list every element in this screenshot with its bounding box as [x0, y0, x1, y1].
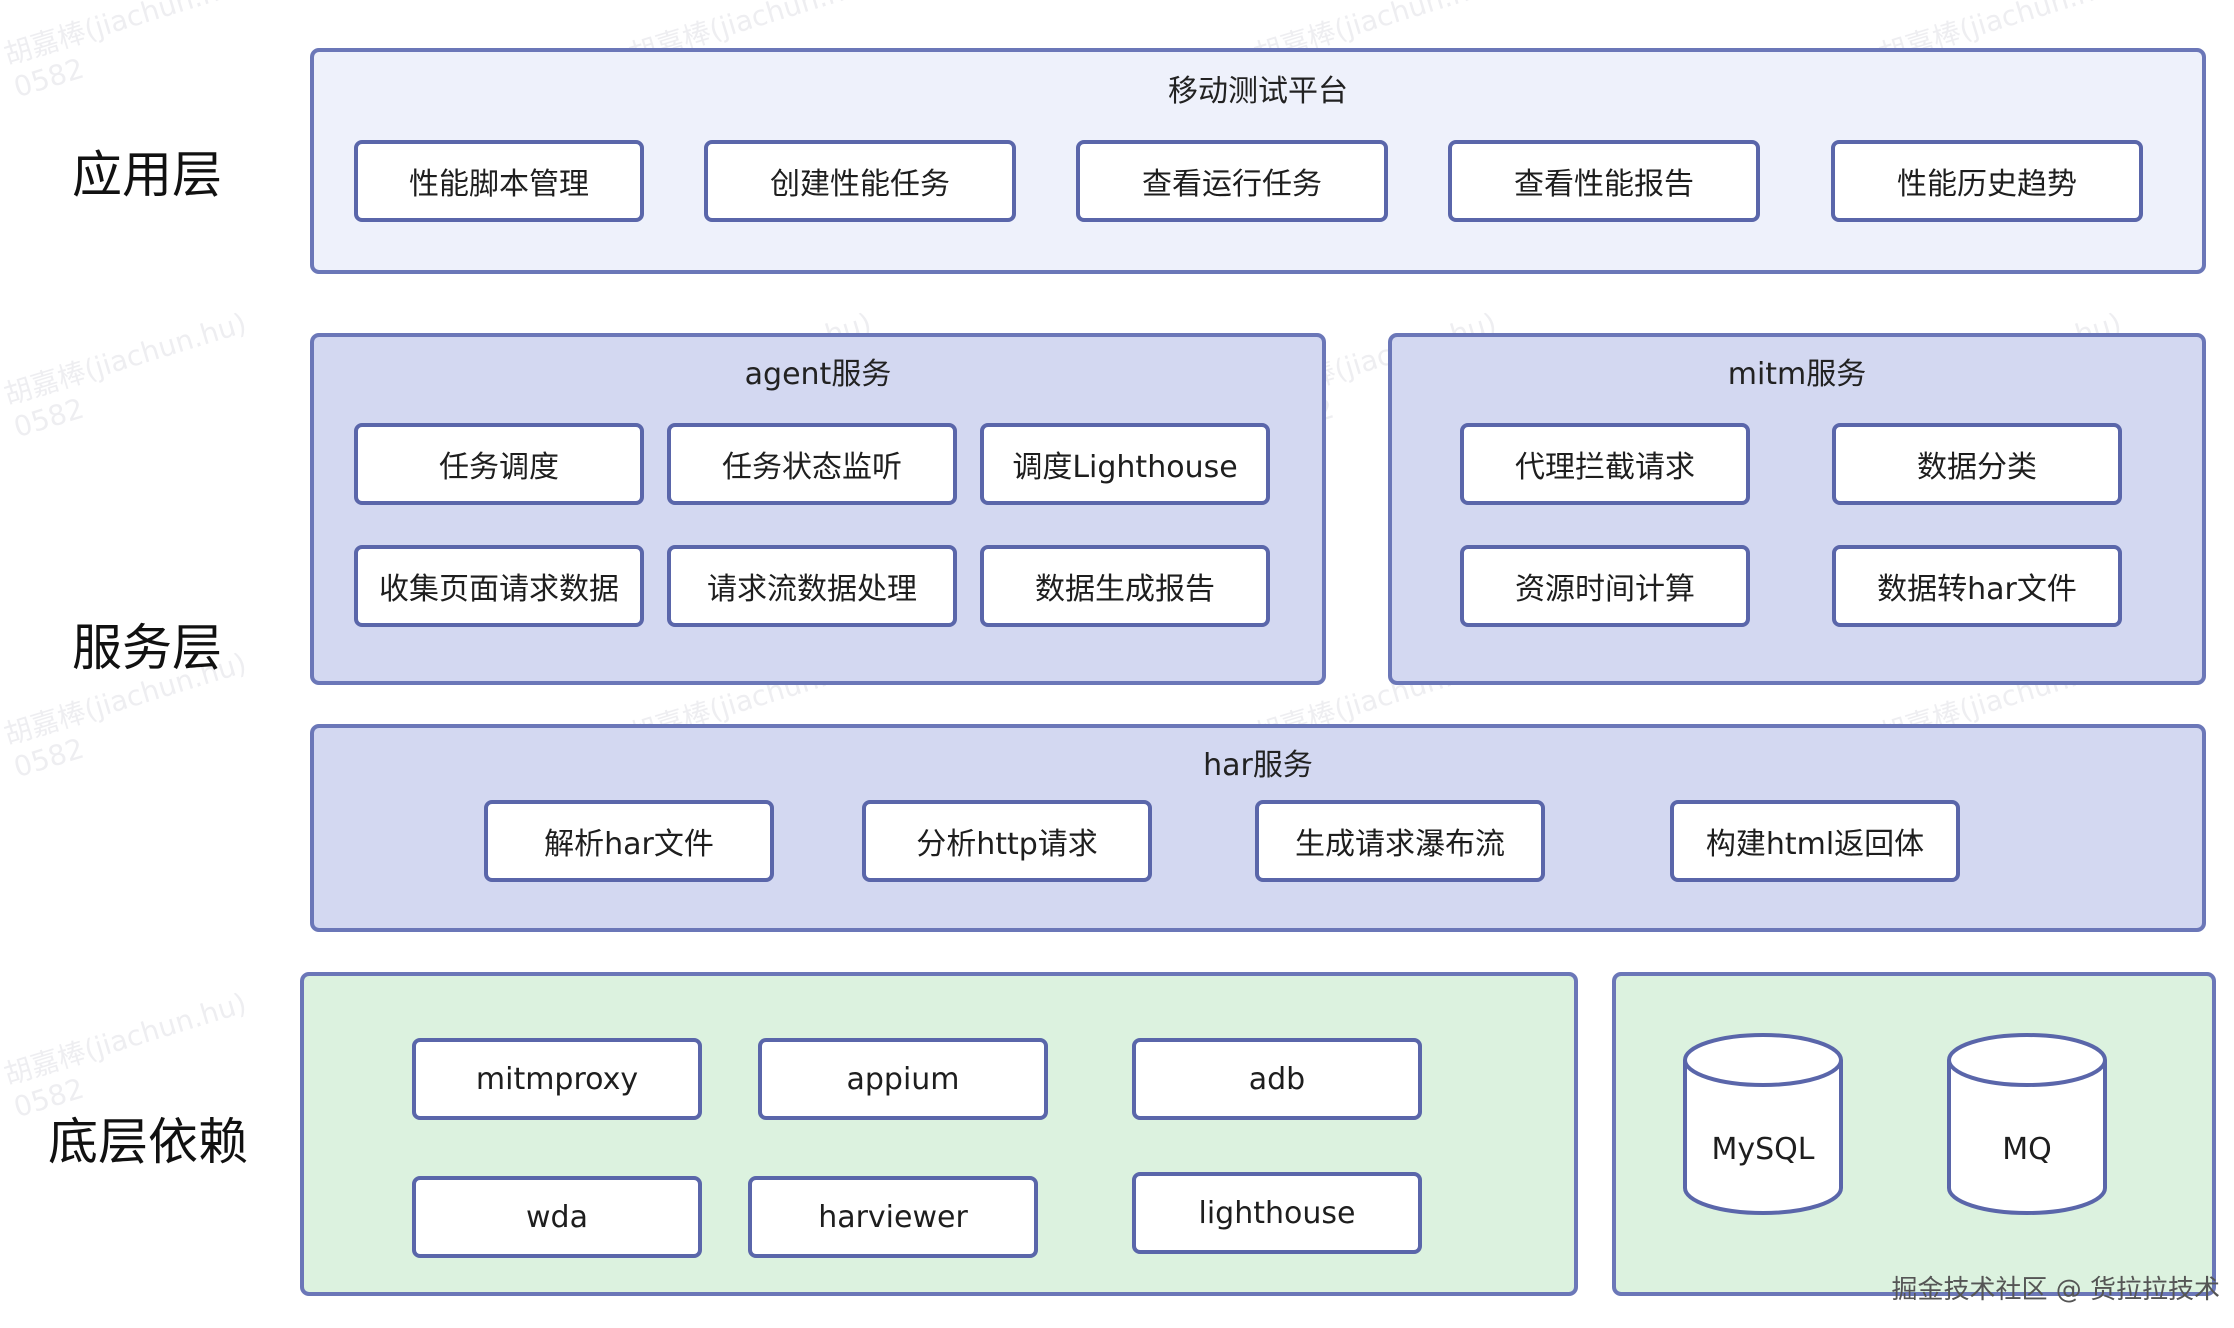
har-item-build-html: 构建html返回体 — [1670, 800, 1960, 882]
har-item-waterfall: 生成请求瀑布流 — [1255, 800, 1545, 882]
agent-item-generate-report: 数据生成报告 — [980, 545, 1270, 627]
panel-title: agent服务 — [744, 357, 892, 392]
agent-item-collect-requests: 收集页面请求数据 — [354, 545, 644, 627]
layer-label-dependency: 底层依赖 — [48, 1113, 248, 1171]
mitm-service-panel: mitm服务 代理拦截请求 数据分类 资源时间计算 数据转har文件 — [1388, 333, 2206, 685]
panel-title: 移动测试平台 — [1168, 74, 1348, 109]
dep-item-harviewer: harviewer — [748, 1176, 1038, 1258]
dep-item-appium: appium — [758, 1038, 1048, 1120]
watermark-text: 胡嘉棒(jiachun.hu)0582 — [0, 306, 251, 445]
mitm-item-to-har: 数据转har文件 — [1832, 545, 2122, 627]
app-item-script-management: 性能脚本管理 — [354, 140, 644, 222]
agent-item-task-scheduling: 任务调度 — [354, 423, 644, 505]
database-cylinder-mq: MQ — [1946, 1032, 2108, 1216]
dep-item-lighthouse: lighthouse — [1132, 1172, 1422, 1254]
dep-item-mitmproxy: mitmproxy — [412, 1038, 702, 1120]
app-item-performance-report: 查看性能报告 — [1448, 140, 1760, 222]
agent-item-lighthouse: 调度Lighthouse — [980, 423, 1270, 505]
dep-item-adb: adb — [1132, 1038, 1422, 1120]
app-item-create-task: 创建性能任务 — [704, 140, 1016, 222]
database-cylinder-mysql: MySQL — [1682, 1032, 1844, 1216]
database-label: MySQL — [1711, 1132, 1815, 1167]
agent-service-panel: agent服务 任务调度 任务状态监听 调度Lighthouse 收集页面请求数… — [310, 333, 1326, 685]
mitm-item-proxy-intercept: 代理拦截请求 — [1460, 423, 1750, 505]
storage-panel: MySQL MQ — [1612, 972, 2216, 1296]
cylinder-icon — [1947, 1033, 2107, 1215]
credit-text: 掘金技术社区 @ 货拉拉技术 — [1891, 1275, 2220, 1305]
har-item-parse-har: 解析har文件 — [484, 800, 774, 882]
har-item-analyze-http: 分析http请求 — [862, 800, 1152, 882]
layer-label-service: 服务层 — [72, 619, 222, 677]
mitm-item-resource-timing: 资源时间计算 — [1460, 545, 1750, 627]
layer-label-app: 应用层 — [72, 146, 222, 204]
agent-item-task-status: 任务状态监听 — [667, 423, 957, 505]
app-item-running-tasks: 查看运行任务 — [1076, 140, 1388, 222]
dependencies-panel: mitmproxy appium adb wda harviewer light… — [300, 972, 1578, 1296]
watermark-text: 胡嘉棒(jiachun.hu)0582 — [0, 0, 251, 105]
dep-item-wda: wda — [412, 1176, 702, 1258]
database-label: MQ — [2002, 1132, 2052, 1167]
app-item-history-trend: 性能历史趋势 — [1831, 140, 2143, 222]
cylinder-icon — [1683, 1033, 1843, 1215]
mobile-test-platform-panel: 移动测试平台 性能脚本管理 创建性能任务 查看运行任务 查看性能报告 性能历史趋… — [310, 48, 2206, 274]
panel-title: har服务 — [1203, 748, 1313, 783]
agent-item-stream-processing: 请求流数据处理 — [667, 545, 957, 627]
mitm-item-data-classification: 数据分类 — [1832, 423, 2122, 505]
panel-title: mitm服务 — [1727, 357, 1867, 392]
har-service-panel: har服务 解析har文件 分析http请求 生成请求瀑布流 构建html返回体 — [310, 724, 2206, 932]
